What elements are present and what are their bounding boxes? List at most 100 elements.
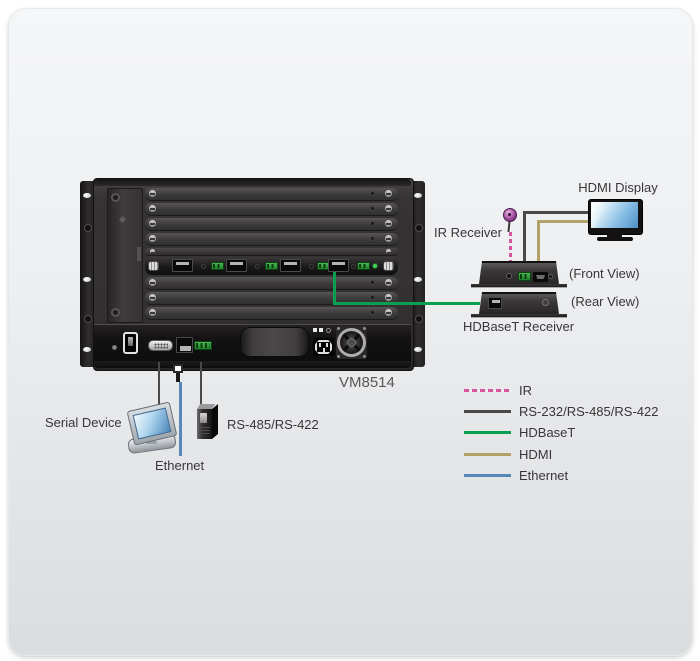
- rocker: [128, 337, 133, 346]
- chassis-slot: [145, 188, 398, 200]
- chassis-slot-thin: [145, 248, 398, 255]
- led-hole-icon: [352, 265, 355, 268]
- ethernet-cable-line: [179, 382, 182, 456]
- hdmi-display-label: HDMI Display: [578, 180, 658, 195]
- screw-icon: [149, 220, 156, 227]
- fuse-icon: [319, 328, 323, 332]
- chassis-slot: [145, 203, 398, 215]
- screw-icon: [111, 193, 120, 202]
- receiver-front-flange: [471, 284, 567, 287]
- chassis-base: [94, 361, 411, 368]
- screw-icon: [385, 294, 392, 301]
- ir-cable-line: [509, 232, 512, 262]
- chassis-io-panel: [94, 324, 411, 362]
- screw-icon: [385, 190, 392, 197]
- screw-hole-icon: [371, 311, 374, 314]
- fan-screw: [363, 327, 366, 330]
- rj45-pins: [230, 262, 243, 265]
- display-stand-base: [597, 237, 633, 241]
- handle-module: [240, 327, 309, 357]
- screw-icon: [83, 277, 91, 282]
- rj45-pins: [284, 262, 297, 265]
- screw-hole-icon: [371, 237, 374, 240]
- rj45-pins: [332, 262, 345, 265]
- inlet-pin: [322, 348, 325, 352]
- legend-label-rs232: RS-232/RS-485/RS-422: [519, 403, 659, 419]
- fuse-ring-icon: [326, 328, 331, 333]
- screw-hole-icon: [84, 224, 92, 232]
- screw-hole-icon: [84, 315, 92, 323]
- legend-line-ethernet: [464, 473, 511, 477]
- rj45-pins: [180, 346, 191, 351]
- screw-hole-icon: [371, 222, 374, 225]
- ir-port-icon: [507, 274, 511, 278]
- hdbaset-cable-line: [333, 302, 480, 305]
- screw-icon: [385, 205, 392, 212]
- rs232-terminal-icon: [518, 272, 531, 281]
- screw-icon: [149, 235, 156, 242]
- power-switch-icon: [123, 332, 138, 354]
- legend-row-hdmi: HDMI: [464, 446, 552, 462]
- screw-icon: [385, 220, 392, 227]
- receiver-rear-flange: [471, 314, 567, 317]
- legend-label-ir: IR: [519, 382, 532, 398]
- hdbaset-in-port-icon: [488, 297, 502, 309]
- screw-icon: [149, 309, 156, 316]
- legend-label-ethernet: Ethernet: [519, 467, 569, 483]
- terminal-block-icon: [211, 262, 224, 270]
- screw-icon: [414, 347, 422, 352]
- legend-row-ir: IR: [464, 382, 532, 398]
- rj45-port-icon: [328, 259, 349, 272]
- chassis-slot: [145, 277, 398, 289]
- rj45-pins: [492, 300, 500, 303]
- legend-line-rs232: [464, 409, 511, 413]
- legend-line-hdbaset: [464, 430, 511, 434]
- serial-device-slot: [146, 441, 157, 444]
- diamond-marker: [118, 215, 127, 224]
- rs232-cable-line: [523, 211, 589, 214]
- thumbscrew-icon: [383, 261, 394, 271]
- rs485-terminal-icon: [194, 341, 212, 350]
- hdmi-cable-line: [537, 220, 589, 223]
- led-hole-icon: [310, 265, 313, 268]
- display-screen-shine: [591, 202, 638, 228]
- inlet-pin: [326, 343, 328, 347]
- screw-icon: [414, 193, 422, 198]
- hdbaset-receiver-label: HDBaseT Receiver: [463, 319, 575, 334]
- screw-icon: [149, 205, 156, 212]
- screw-hole-icon: [371, 192, 374, 195]
- screw-icon: [111, 308, 120, 317]
- led-hole-icon: [256, 265, 259, 268]
- fan-screw: [337, 327, 340, 330]
- rs485-device-side: [212, 403, 218, 439]
- led-hole-icon: [549, 275, 552, 278]
- screw-hole-icon: [415, 315, 423, 323]
- rj45-pins: [176, 262, 189, 265]
- ethernet-label: Ethernet: [155, 458, 205, 473]
- serial-device-label: Serial Device: [45, 415, 122, 430]
- screw-hole-icon: [371, 296, 374, 299]
- thumbscrew-icon: [148, 261, 159, 271]
- blank-card-vertical: [107, 188, 143, 323]
- legend-label-hdbaset: HDBaseT: [519, 424, 576, 440]
- hdmi-cable-line: [537, 220, 540, 263]
- ethernet-connector-icon: [173, 364, 183, 373]
- screw-icon: [385, 309, 392, 316]
- device-model-label: VM8514: [339, 374, 395, 391]
- legend-label-hdmi: HDMI: [519, 446, 553, 462]
- card-notch: [137, 247, 141, 261]
- hdbaset-output-card: [145, 257, 398, 275]
- ir-receiver-label: IR Receiver: [434, 225, 502, 240]
- screw-icon: [385, 279, 392, 286]
- led-hole-icon: [202, 265, 205, 268]
- screw-hole-icon: [371, 207, 374, 210]
- screw-icon: [112, 345, 117, 350]
- serial-device-screen: [132, 407, 172, 440]
- rs485-device-label: RS-485/RS-422: [227, 417, 319, 432]
- screw-icon: [385, 235, 392, 242]
- screw-icon: [414, 277, 422, 282]
- screw-icon: [149, 294, 156, 301]
- chassis-slot: [145, 218, 398, 230]
- power-inlet-icon: [313, 338, 334, 356]
